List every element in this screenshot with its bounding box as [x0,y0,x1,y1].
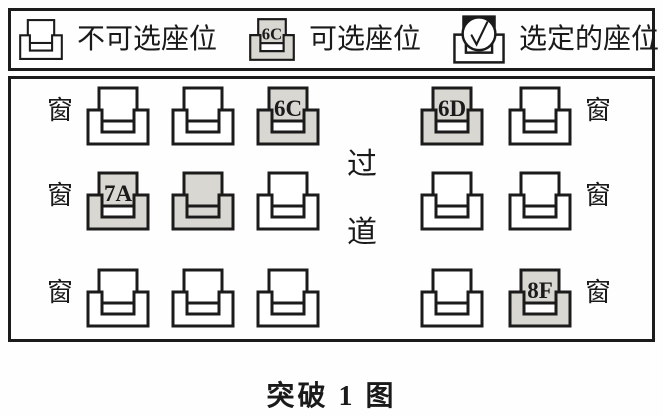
seat-row1-left-1[interactable] [85,85,151,147]
figure-caption: 突破 1 图 [266,381,397,412]
seat-row2-right-2[interactable] [507,170,573,232]
selected-seat-icon [452,14,506,65]
seat-row3-left-2[interactable] [170,267,236,329]
window-label-right: 窗 [584,278,611,307]
seat-6D[interactable]: 6D [419,85,485,147]
legend-item-unavailable: 不可选座位 [18,18,217,61]
svg-text:6D: 6D [438,96,466,121]
window-label-left: 窗 [46,96,73,125]
window-label-left: 窗 [46,278,73,307]
seat-row3-right-1[interactable] [419,267,485,329]
seat-row1-left-2[interactable] [170,85,236,147]
aisle-label-char-1: 过 [347,148,377,181]
legend-label-selected: 选定的座位 [519,23,660,55]
seat-row2-left-2[interactable] [170,170,236,232]
legend-item-selected: 选定的座位 [452,14,659,65]
window-label-right: 窗 [584,96,611,125]
window-label-right: 窗 [584,181,611,210]
seat-row2-right-1[interactable] [419,170,485,232]
seat-6C[interactable]: 6C [255,85,321,147]
seat-row3-left-1[interactable] [85,267,151,329]
legend-label-available: 可选座位 [309,23,422,55]
svg-text:8F: 8F [527,278,553,303]
svg-text:7A: 7A [104,181,133,206]
unavailable-seat-icon [18,18,64,61]
legend-item-available: 6C 可选座位 [248,17,421,62]
window-label-left: 窗 [46,181,73,210]
legend-label-unavailable: 不可选座位 [77,23,218,55]
aisle-label-char-2: 道 [347,216,377,249]
seat-7A[interactable]: 7A [85,170,151,232]
svg-text:6C: 6C [274,96,302,121]
seat-8F[interactable]: 8F [507,267,573,329]
seat-row3-left-3[interactable] [255,267,321,329]
svg-text:6C: 6C [262,25,282,44]
legend: 不可选座位 6C 可选座位 选定的座位 [8,8,659,71]
seat-row2-left-3[interactable] [255,170,321,232]
seat-row1-right-2[interactable] [507,85,573,147]
available-seat-icon: 6C [248,17,296,62]
